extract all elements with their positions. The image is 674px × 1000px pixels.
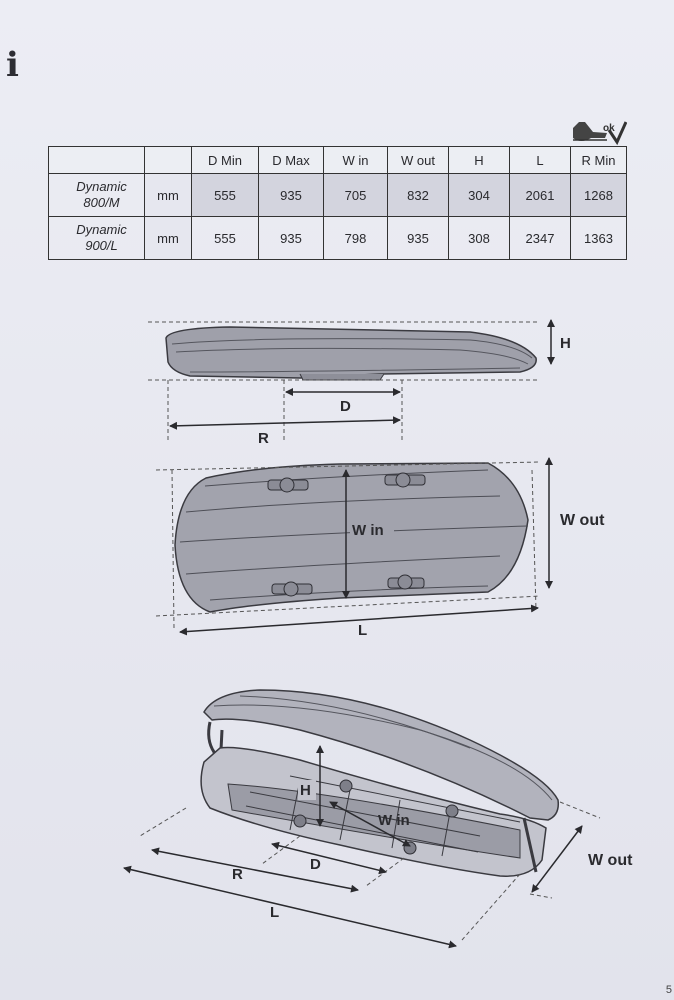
- value-cell: 1268: [570, 173, 627, 217]
- top-l-label: L: [358, 622, 368, 639]
- svg-text:ok: ok: [603, 123, 615, 134]
- value-cell: 1363: [570, 216, 627, 260]
- header-cell-l: L: [509, 146, 571, 174]
- value-cell: 308: [448, 216, 510, 260]
- value-cell: 798: [323, 216, 388, 260]
- header-cell-dmin: D Min: [191, 146, 259, 174]
- page-number: 5: [665, 984, 672, 996]
- iso-l-label: L: [270, 904, 280, 921]
- value-cell: 705: [323, 173, 388, 217]
- side-view: [148, 319, 555, 440]
- side-h-label: H: [560, 335, 571, 352]
- value-cell: 555: [191, 173, 259, 217]
- value-cell: 304: [448, 173, 510, 217]
- unit-cell: mm: [144, 216, 192, 260]
- isometric-view: [123, 689, 601, 949]
- side-d-label: D: [340, 398, 351, 415]
- iso-d-label: D: [310, 856, 321, 873]
- value-cell: 2061: [509, 173, 571, 217]
- top-win-label: W in: [352, 522, 384, 539]
- car-ok-icon: ok: [573, 121, 627, 146]
- specifications-table: D Min D Max W in W out H L R Min Dynamic…: [48, 146, 627, 260]
- top-view: [155, 457, 553, 636]
- value-cell: 935: [258, 216, 324, 260]
- side-r-label: R: [258, 430, 269, 447]
- value-cell: 832: [387, 173, 449, 217]
- iso-h-label: H: [300, 782, 311, 799]
- value-cell: 935: [387, 216, 449, 260]
- iso-r-label: R: [232, 866, 243, 883]
- header-cell-model: [48, 146, 145, 174]
- table-header-row: D Min D Max W in W out H L R Min: [48, 146, 627, 174]
- value-cell: 2347: [509, 216, 571, 260]
- header-cell-rmin: R Min: [570, 146, 627, 174]
- top-wout-label: W out: [560, 512, 605, 529]
- unit-cell: mm: [144, 173, 192, 217]
- header-cell-h: H: [448, 146, 510, 174]
- value-cell: 935: [258, 173, 324, 217]
- header-cell-win: W in: [323, 146, 388, 174]
- info-icon: i: [6, 45, 19, 85]
- iso-win-label: W in: [378, 812, 410, 829]
- iso-wout-label: W out: [588, 852, 633, 869]
- value-cell: 555: [191, 216, 259, 260]
- header-cell-dmax: D Max: [258, 146, 324, 174]
